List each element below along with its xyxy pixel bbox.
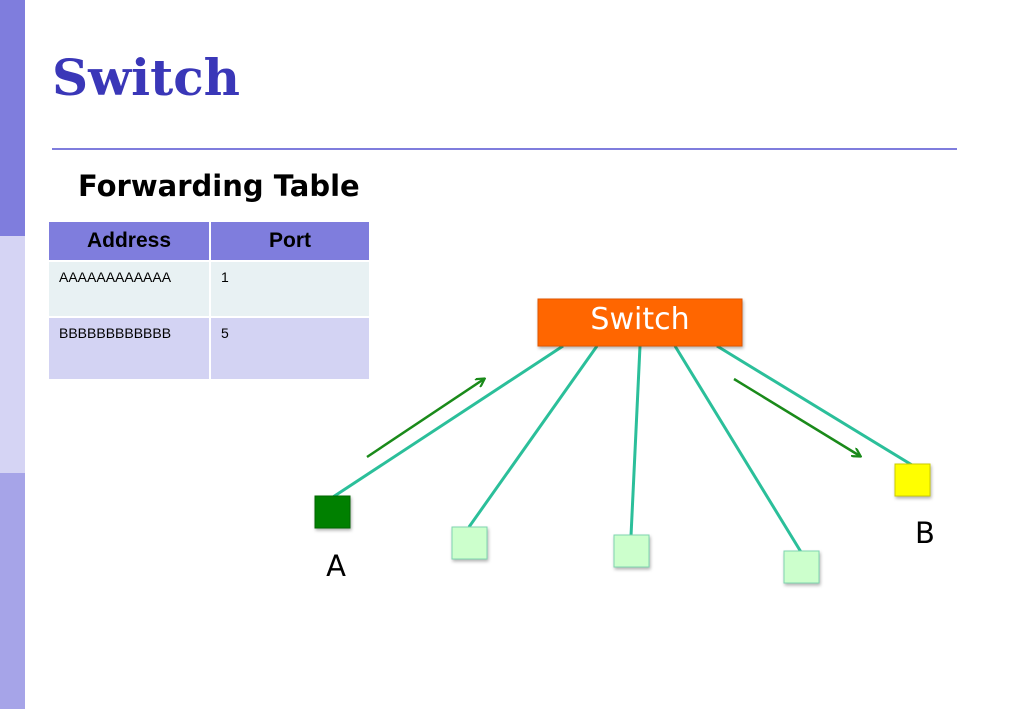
host-a xyxy=(314,495,351,529)
forwarding-table-heading: Forwarding Table xyxy=(78,169,360,203)
table-row: AAAAAAAAAAAA 1 xyxy=(47,260,371,318)
column-header-port: Port xyxy=(209,220,371,262)
host-b-label: B xyxy=(915,516,935,550)
host-a-label: A xyxy=(326,549,346,583)
link-host-a xyxy=(332,344,564,499)
link-host-b xyxy=(716,344,913,467)
side-bar-middle xyxy=(0,236,25,473)
link-host-4 xyxy=(673,345,803,553)
table-row: BBBBBBBBBBBB 5 xyxy=(47,316,371,381)
arrow-a-to-switch xyxy=(366,379,484,459)
slide-title: Switch xyxy=(52,48,241,107)
host-4 xyxy=(783,550,820,584)
host-2 xyxy=(451,526,488,560)
column-header-address: Address xyxy=(47,220,211,262)
title-divider xyxy=(52,148,957,150)
table-header-row: Address Port xyxy=(47,220,371,262)
forwarding-table: Address Port AAAAAAAAAAAA 1 BBBBBBBBBBBB… xyxy=(47,220,371,381)
arrow-switch-to-b xyxy=(733,377,860,456)
host-3 xyxy=(613,534,650,568)
switch-label: Switch xyxy=(590,302,689,337)
link-host-3 xyxy=(629,345,642,537)
address-cell: AAAAAAAAAAAA xyxy=(47,260,211,318)
link-host-2 xyxy=(467,345,599,528)
port-cell: 5 xyxy=(209,316,371,381)
links xyxy=(332,344,913,553)
side-bar-bottom xyxy=(0,473,25,709)
address-cell: BBBBBBBBBBBB xyxy=(47,316,211,381)
switch-box xyxy=(537,298,743,347)
side-bar-top xyxy=(0,0,25,236)
host-b xyxy=(894,463,931,497)
port-cell: 1 xyxy=(209,260,371,318)
